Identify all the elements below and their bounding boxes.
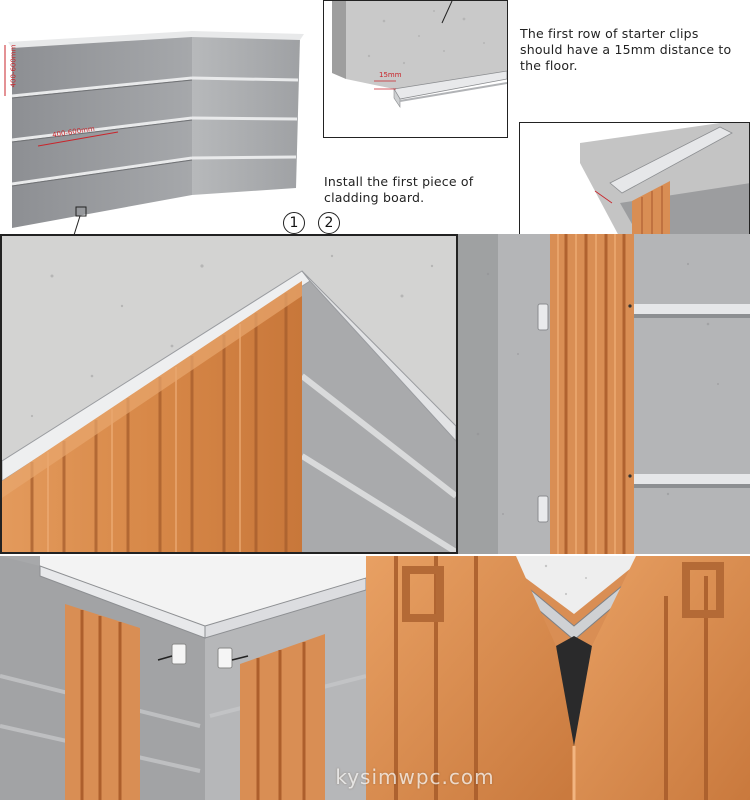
corner-start-detail bbox=[519, 122, 750, 237]
site-watermark: kysimwpc.com bbox=[335, 765, 495, 789]
starter-clip-detail: 15mm bbox=[323, 0, 508, 138]
corner-profile-svg bbox=[366, 556, 750, 800]
overview-wall-illustration: 400-600mm 400-600mm bbox=[0, 0, 312, 235]
starter-clip-svg bbox=[324, 1, 507, 137]
vertical-board-closeup bbox=[458, 234, 750, 554]
floor-gap-label: 15mm bbox=[379, 71, 402, 79]
starter-clips-caption: The first row of starter clips should ha… bbox=[520, 26, 732, 73]
outer-corner-svg bbox=[2, 236, 456, 552]
outer-corner-closeup bbox=[0, 234, 458, 554]
vertical-board-svg bbox=[458, 234, 750, 554]
overview-wall-svg bbox=[4, 31, 304, 235]
inner-corner-svg bbox=[0, 556, 366, 800]
step-number-2: 2 bbox=[318, 212, 340, 234]
corner-profile-closeup bbox=[366, 556, 750, 800]
corner-start-svg bbox=[520, 123, 749, 236]
step-number-1: 1 bbox=[283, 212, 305, 234]
first-piece-caption: Install the first piece of cladding boar… bbox=[324, 174, 474, 205]
vertical-spacing-label: 400-600mm bbox=[9, 44, 18, 88]
inner-corner-clips bbox=[0, 556, 366, 800]
